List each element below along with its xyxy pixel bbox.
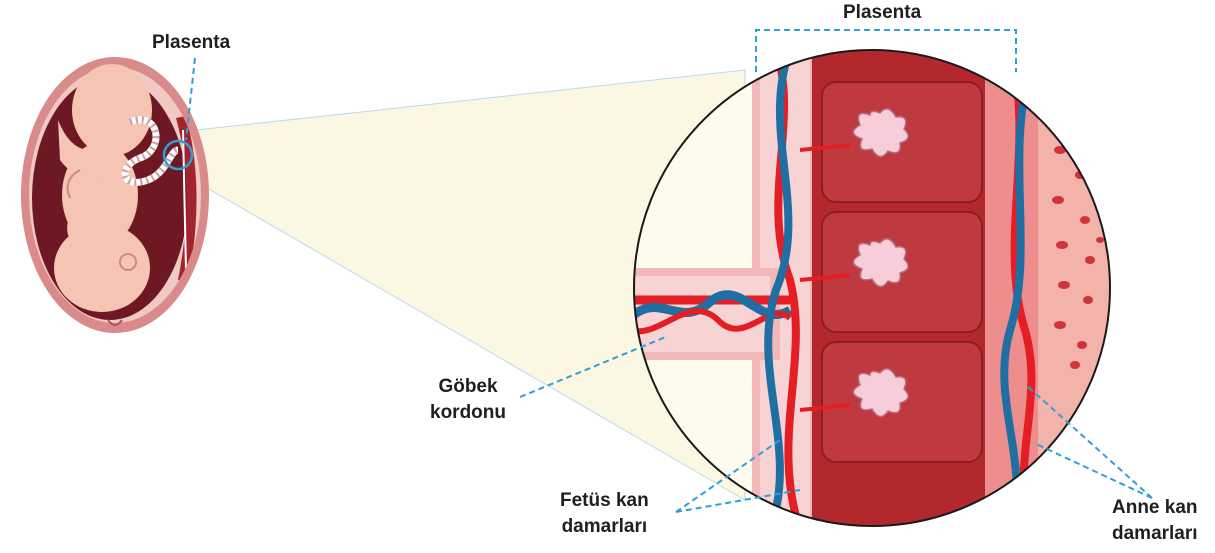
label-gobek-line2: kordonu [430,400,506,426]
label-fetus-line2: damarları [560,514,649,540]
label-fetus-kan-damarlari: Fetüs kan damarları [560,488,649,540]
label-fetus-line1: Fetüs kan [560,488,649,514]
label-anne-line1: Anne kan [1112,495,1198,521]
uterus-illustration [21,57,209,333]
label-anne-kan-damarlari: Anne kan damarları [1112,495,1198,547]
label-gobek-kordonu: Göbek kordonu [430,374,506,426]
label-plasenta-top: Plasenta [843,0,921,26]
leader-anne-2 [1034,443,1152,498]
label-anne-line2: damarları [1112,521,1198,547]
label-gobek-line1: Göbek [430,374,506,400]
label-plasenta-small: Plasenta [152,30,230,56]
